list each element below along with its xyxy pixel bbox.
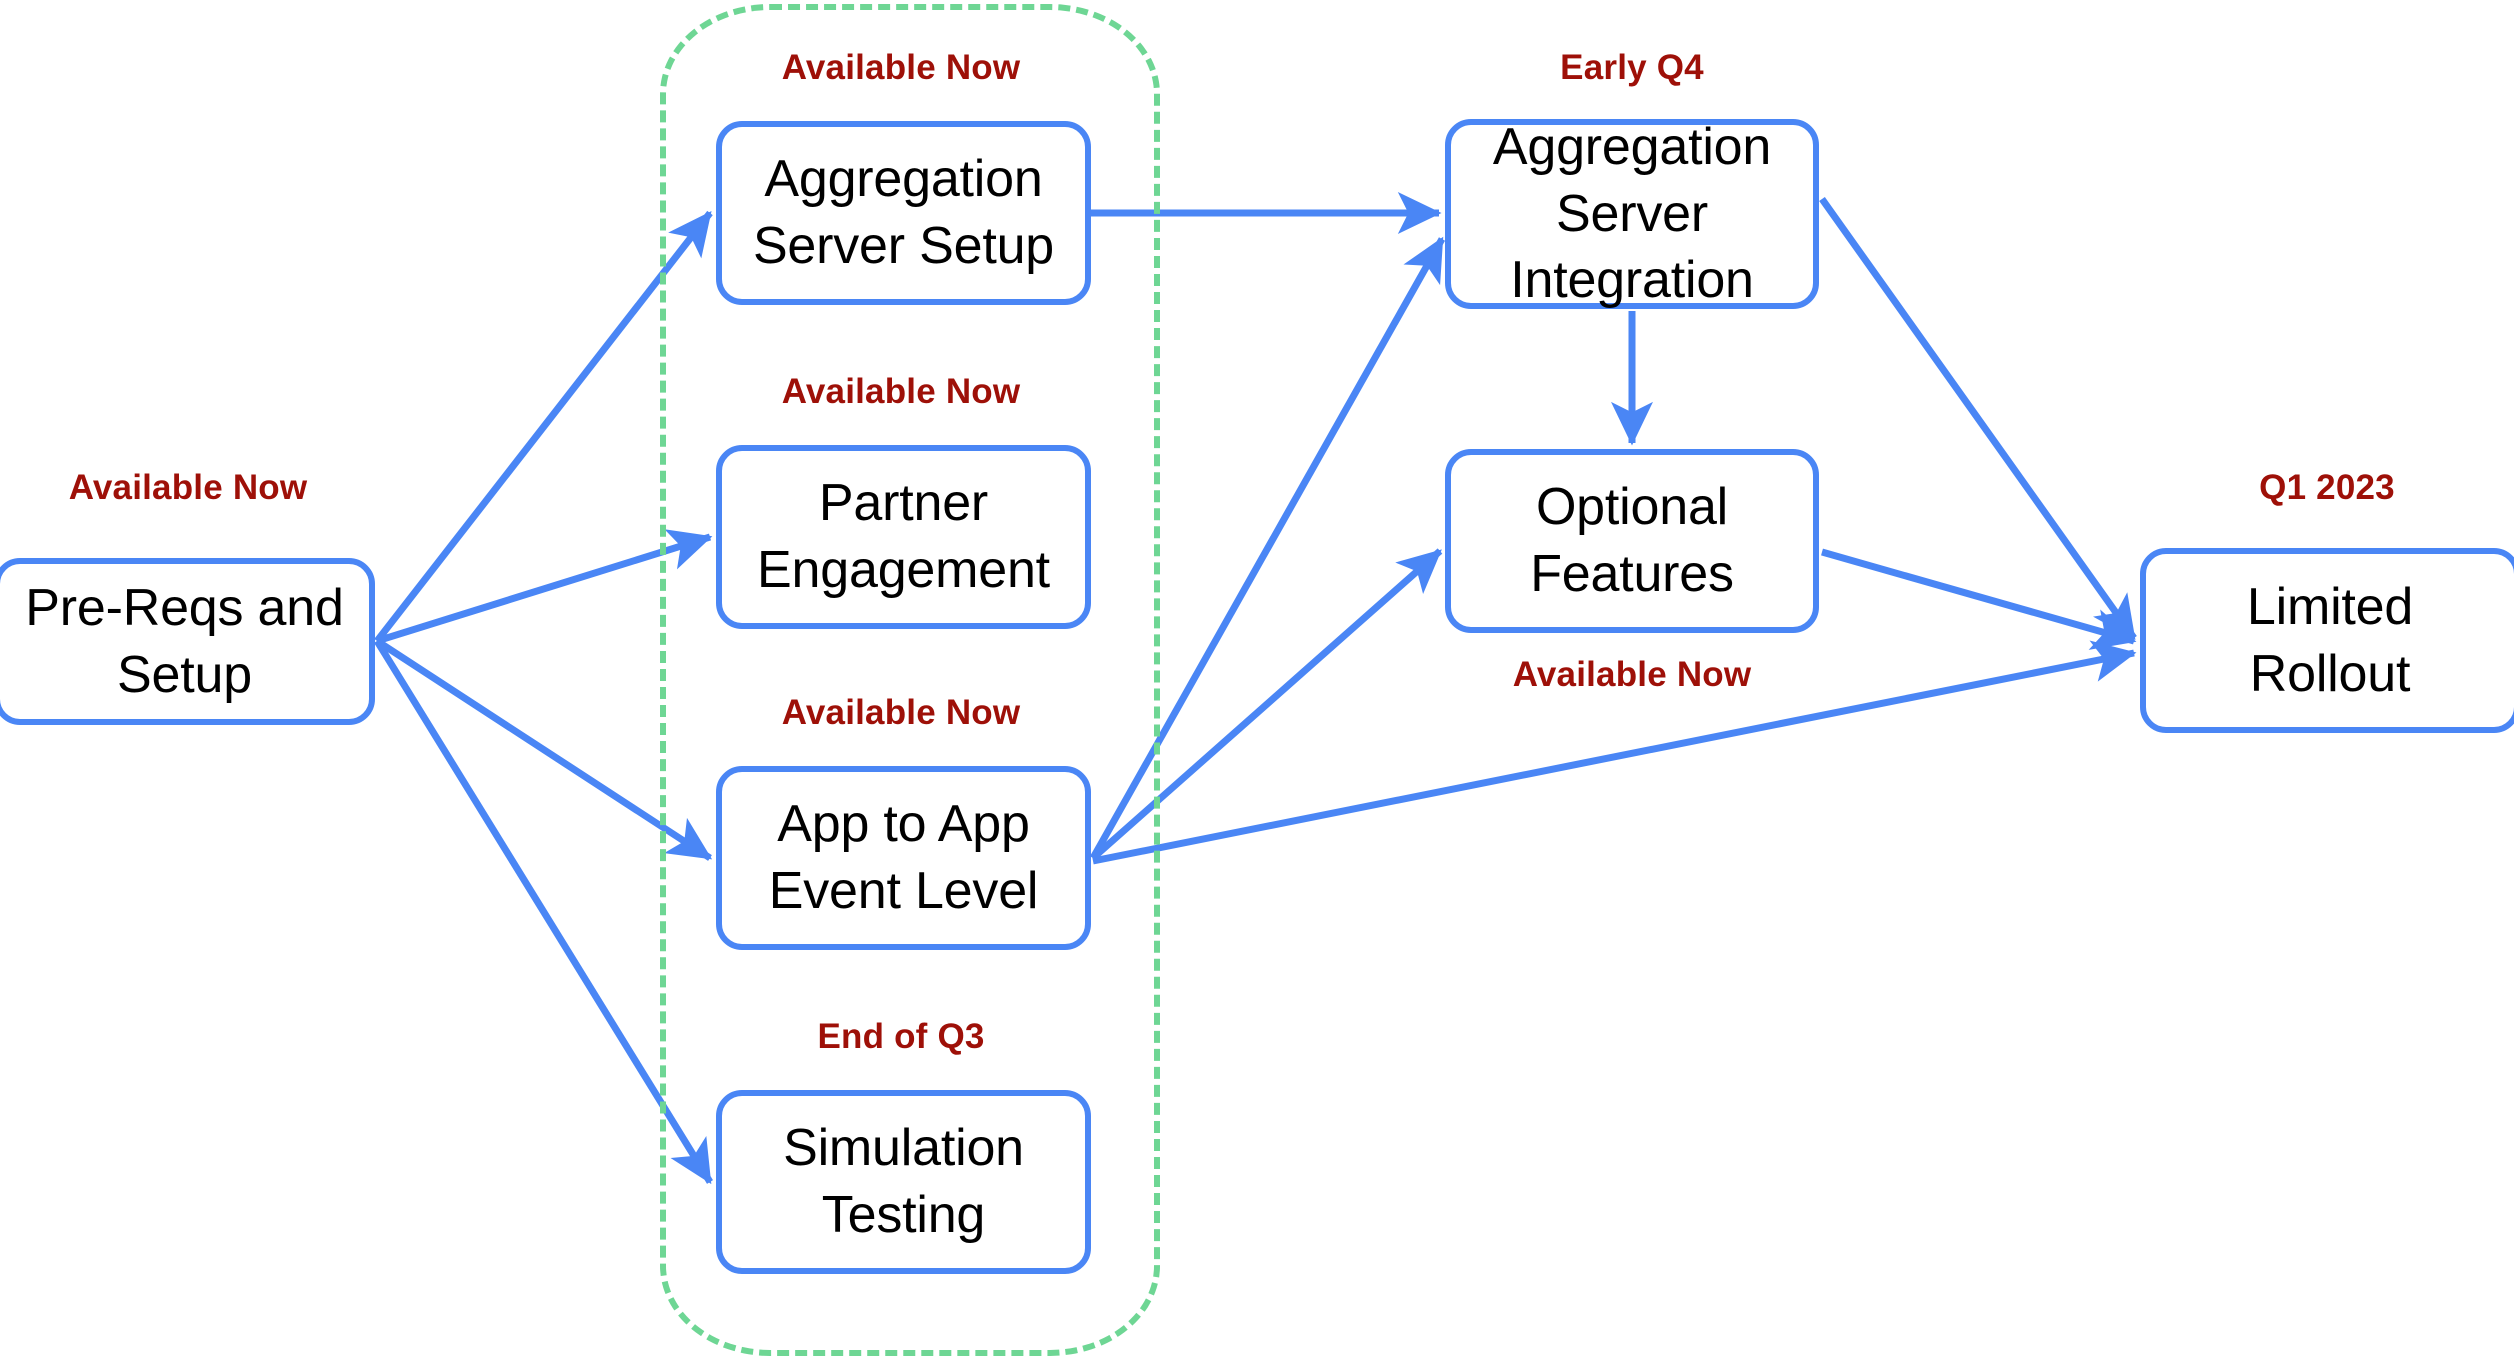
label-pre-reqs-and-setup: Available Now: [68, 468, 308, 507]
edge-app-to-app-to-optional-features: [1090, 548, 1443, 861]
edge-prereqs-to-simulation-testing: [374, 639, 713, 1185]
node-partner-engagement[interactable]: Partner Engagement: [716, 445, 1091, 629]
edge-prereqs-to-partner-engagement: [375, 529, 713, 645]
label-limited-rollout: Q1 2023: [2259, 468, 2395, 507]
edge-prereqs-to-app-to-app: [375, 638, 713, 861]
label-optional-features: Available Now: [1512, 655, 1752, 694]
label-app-to-app-event-level: Available Now: [781, 693, 1021, 732]
node-simulation-testing[interactable]: Simulation Testing: [716, 1090, 1091, 1274]
edge-integration-to-limited-rollout: [1819, 196, 2137, 641]
label-partner-engagement: Available Now: [781, 372, 1021, 411]
edge-app-to-app-to-integration: [1089, 236, 1446, 860]
node-app-to-app-event-level[interactable]: App to App Event Level: [716, 766, 1091, 950]
node-aggregation-server-integration[interactable]: Aggregation Server Integration: [1445, 118, 1819, 309]
edge-optional-features-to-limited-rollout: [1821, 548, 2137, 650]
node-aggregation-server-setup[interactable]: Aggregation Server Setup: [716, 121, 1091, 305]
node-optional-features[interactable]: Optional Features: [1445, 449, 1819, 633]
label-aggregation-server-setup: Available Now: [781, 48, 1021, 87]
label-simulation-testing: End of Q3: [817, 1017, 985, 1056]
label-aggregation-server-integration: Early Q4: [1560, 48, 1704, 87]
node-limited-rollout[interactable]: Limited Rollout: [2140, 548, 2514, 733]
edge-prereqs-to-aggregation-setup: [374, 210, 713, 644]
available-now-group-container: [660, 4, 1160, 1356]
edge-app-to-app-to-limited-rollout: [1092, 640, 2137, 865]
node-pre-reqs-and-setup[interactable]: Pre-Reqs and Setup: [0, 558, 375, 725]
